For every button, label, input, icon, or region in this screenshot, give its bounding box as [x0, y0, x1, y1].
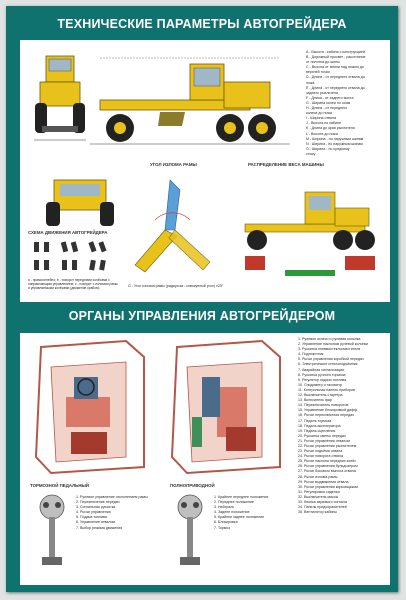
spec-line: D - Длина - от переднего отвала до: [306, 75, 365, 80]
spec-line: заднего рыхлителя: [306, 90, 338, 95]
controls-line: 4. Подлокотник: [298, 352, 324, 357]
controls-line: 9. Регулятор подачи топлива: [298, 377, 347, 382]
lower-left-line: 6. Управление отвалом: [76, 520, 116, 525]
controls-line: 13. Включатель фар: [298, 398, 332, 403]
controls-line: 5. Рычаг управления коробкой передач: [298, 357, 364, 362]
angle-note: G - Угол излома рамы (радиусом - совокуп…: [128, 284, 224, 288]
controls-line: 34. Панель предохранителей: [298, 505, 347, 510]
controls-line: 17. Педаль тормоза: [298, 418, 332, 423]
lower-right-line: 6. Блокировка: [214, 520, 238, 525]
lower-left-line: 3. Сигнальная рукоятка: [76, 505, 116, 510]
controls-line: 35. Вентилятор кабины: [298, 510, 337, 515]
specs-panel: A - Высота - кабина с конструкцией B - Д…: [20, 40, 390, 302]
controls-line: 19. Педаль сцепления: [298, 428, 336, 433]
cabin-right-view: [170, 339, 281, 475]
controls-line: 18. Педаль акселератора: [298, 423, 341, 428]
lower-right-line: 5. Крайнее заднее положение: [214, 515, 265, 520]
spec-line: J - Высота по кабине: [306, 121, 341, 126]
controls-line: 31. Регулировка сиденья: [298, 489, 340, 494]
controls-line: 12. Выключатель стартера: [298, 393, 343, 398]
spec-line: колеса до ножа: [306, 111, 332, 116]
lower-left-list: 1. Рулевое управление отклонением рамы 2…: [76, 495, 148, 531]
controls-line: 28. Рычаг излома рамы: [298, 474, 338, 479]
controls-line: 16. Рычаг переключения передач: [298, 413, 354, 418]
controls-line: 1. Рулевое колесо и рулевая колонка: [298, 337, 361, 341]
controls-line: 27. Рычаг бокового выноса отвала: [298, 469, 356, 474]
spec-line: B - Дорожный просвет - расстояние: [306, 55, 366, 60]
controls-line: 22. Рычаг управления рыхлителем: [298, 443, 357, 448]
poster-frame: ТЕХНИЧЕСКИЕ ПАРАМЕТРЫ АВТОГРЕЙДЕРА: [6, 6, 398, 592]
controls-line: 6. Электрическое стеклоподъёмник: [298, 362, 358, 367]
spec-line: K - Длина до края рыхлителя: [306, 126, 355, 131]
controls-line: 3. Рукоятка пневмостеклоочистителя: [298, 347, 361, 352]
controls-line: 23. Рычаг подъёма отвала: [298, 449, 343, 454]
wheel-scheme-diagram: [34, 241, 107, 271]
left-lever-icon: [39, 494, 65, 565]
right-lever-icon: [177, 494, 203, 565]
controls-line: 15. Управление блокировкой дифф.: [298, 408, 359, 413]
side-view-grader: [90, 57, 290, 145]
right-brake-caption: ПОЛНОПРИВОДНОЙ: [170, 483, 215, 488]
front-view-grader: [34, 55, 86, 141]
spec-line: A - Высота - кабина с конструкцией: [306, 50, 365, 54]
lower-right-line: 4. Заднее положение: [214, 510, 250, 515]
lower-right-line: 1. Крайнее переднее положение: [214, 495, 269, 499]
controls-panel: 1. Рулевое колесо и рулевая колонка 2. У…: [20, 333, 390, 585]
top-title: ТЕХНИЧЕСКИЕ ПАРАМЕТРЫ АВТОГРЕЙДЕРА: [57, 17, 347, 31]
lower-left-line: 1. Рулевое управление отклонением рамы: [76, 495, 148, 499]
lower-left-line: 7. Выбор режима движения: [76, 525, 123, 530]
wheel-scheme-label: СХЕМА ДВИЖЕНИЯ АВТОГРЕЙДЕРА: [28, 230, 108, 235]
spec-line: I - Ширина отвала: [306, 116, 337, 121]
spec-list: A - Высота - кабина с конструкцией B - Д…: [306, 50, 365, 157]
lower-right-list: 1. Крайнее переднее положение 2. Передне…: [214, 495, 268, 531]
lower-right-line: 2. Переднее положение: [214, 500, 254, 505]
controls-line: 25. Рычаг наклона передних колёс: [298, 459, 357, 464]
controls-line: 7. Аварийная сигнализация: [298, 367, 345, 372]
controls-line: 30. Рычаг управления кирковщиком: [298, 484, 358, 489]
weight-distribution-label: РАСПРЕДЕЛЕНИЕ ВЕСА МАШИНЫ: [248, 162, 324, 167]
lower-left-line: 5. Подача топлива: [76, 515, 107, 520]
controls-line: 10. Спидометр и тахометр: [298, 382, 342, 387]
spec-line: ножа: [306, 80, 315, 85]
weight-distribution-diagram: [244, 191, 375, 276]
spec-line: F - Длина - от заднего моста: [306, 95, 354, 100]
lower-right-line: 7. Тормоз: [214, 525, 230, 530]
spec-line: от полотна до шины: [306, 60, 340, 65]
spec-line: L - Высота до ножа: [306, 131, 338, 136]
controls-list: 1. Рулевое колесо и рулевая колонка 2. У…: [298, 337, 368, 515]
controls-line: 21. Рычаг управления отвалом: [298, 438, 350, 443]
controls-line: 2. Управление наклоном рулевой колонки: [298, 342, 369, 347]
controls-line: 29. Рычаг выдвижения отвала: [298, 479, 349, 484]
spec-line: E - Длина - от переднего отвала до: [306, 85, 365, 90]
lower-left-line: 2. Переключение передач: [76, 500, 120, 505]
spec-line: H - Длина - от переднего: [306, 106, 348, 111]
controls-line: 26. Рычаг управления бульдозером: [298, 464, 358, 469]
controls-line: 11. Контрольная панель приборов: [298, 387, 355, 392]
controls-line: 20. Рукоятка смены передач: [298, 433, 346, 438]
rear-view-grader: [46, 179, 114, 226]
wheel-caption: a - прямолинейно; b - поворот передними …: [28, 278, 118, 291]
cabin-left-view: [34, 339, 145, 475]
spec-line: стыку: [306, 151, 316, 156]
controls-line: 32. Выключатель массы: [298, 494, 339, 499]
spec-line: G - Ширина колеи по осям: [306, 100, 351, 105]
bottom-title: ОРГАНЫ УПРАВЛЕНИЯ АВТОГРЕЙДЕРОМ: [68, 309, 336, 323]
controls-line: 33. Кнопка звукового сигнала: [298, 500, 347, 504]
spec-line: C - Высота от земли над ножом до: [306, 65, 364, 70]
spec-line: N - Ширина - по наружным шинам: [306, 141, 363, 146]
lower-left-line: 4. Рычаг управления: [76, 510, 111, 515]
spec-line: верхней точки: [306, 70, 330, 75]
blade-angle-label: УГОЛ ИЗЛОМА РАМЫ: [150, 162, 197, 167]
spec-line: M - Ширина - по наружным шинам: [306, 136, 364, 141]
controls-line: 8. Рукоятка ручного тормоза: [298, 372, 346, 377]
lower-right-line: 3. Нейтраль: [214, 505, 235, 510]
frame-angle-diagram: [134, 179, 211, 273]
left-brake-caption: ТОРМОЗНОЙ ПЕДАЛЬНЫЙ: [30, 483, 89, 488]
controls-line: 14. Переключатель поворотов: [298, 403, 349, 408]
spec-line: O - Ширина - по среднему: [306, 146, 350, 151]
controls-line: 24. Рычаг поворота отвала: [298, 454, 344, 459]
